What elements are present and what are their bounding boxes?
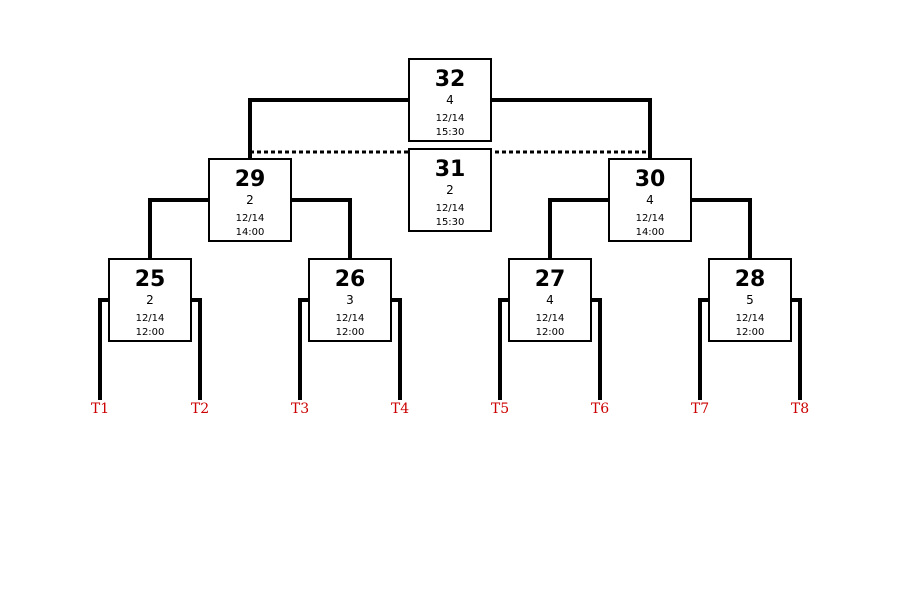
- match-time: 12:00: [336, 327, 365, 338]
- match-box-frame: [508, 258, 592, 342]
- match-box-27: 27 4 12/14 12:00: [508, 258, 592, 342]
- match-date: 12/14: [436, 113, 465, 124]
- match-date: 12/14: [436, 203, 465, 214]
- match-time: 14:00: [636, 227, 665, 238]
- connector-30-28: [690, 198, 752, 260]
- match-number: 28: [735, 267, 766, 292]
- match-court: 2: [446, 183, 454, 197]
- bracket-connectors: [98, 98, 802, 400]
- match-date: 12/14: [536, 313, 565, 324]
- match-number: 31: [435, 157, 466, 182]
- match-court: 4: [546, 293, 554, 307]
- match-date: 12/14: [336, 313, 365, 324]
- connector-25-t1: [98, 298, 110, 400]
- match-box-frame: [408, 58, 492, 142]
- connector-29-25: [148, 198, 210, 260]
- connector-28-t7: [698, 298, 710, 400]
- match-number: 32: [435, 67, 466, 92]
- match-date: 12/14: [236, 213, 265, 224]
- connector-30-27: [548, 198, 610, 260]
- match-box-frame: [308, 258, 392, 342]
- match-number: 27: [535, 267, 566, 292]
- match-number: 29: [235, 167, 266, 192]
- match-time: 12:00: [136, 327, 165, 338]
- match-number: 26: [335, 267, 366, 292]
- match-number: 25: [135, 267, 166, 292]
- match-date: 12/14: [736, 313, 765, 324]
- match-box-frame: [108, 258, 192, 342]
- match-box-29: 29 2 12/14 14:00: [208, 158, 292, 242]
- match-time: 15:30: [436, 127, 465, 138]
- team-labels: T1 T2 T3 T4 T5 T6 T7 T8: [91, 401, 809, 417]
- connector-32-29: [248, 98, 410, 160]
- connector-25-t2: [190, 298, 202, 400]
- match-court: 3: [346, 293, 354, 307]
- match-date: 12/14: [136, 313, 165, 324]
- match-time: 12:00: [536, 327, 565, 338]
- connector-32-30: [490, 98, 652, 160]
- match-time: 15:30: [436, 217, 465, 228]
- match-court: 4: [646, 193, 654, 207]
- connector-27-t6: [590, 298, 602, 400]
- connector-26-t3: [298, 298, 310, 400]
- match-number: 30: [635, 167, 666, 192]
- team-label-t7: T7: [691, 401, 709, 417]
- match-date: 12/14: [636, 213, 665, 224]
- team-label-t6: T6: [591, 401, 609, 417]
- team-label-t3: T3: [291, 401, 309, 417]
- match-box-31: 31 2 12/14 15:30: [408, 148, 492, 232]
- team-label-t1: T1: [91, 401, 109, 417]
- match-box-25: 25 2 12/14 12:00: [108, 258, 192, 342]
- match-box-28: 28 5 12/14 12:00: [708, 258, 792, 342]
- match-box-frame: [208, 158, 292, 242]
- match-court: 4: [446, 93, 454, 107]
- team-label-t4: T4: [391, 401, 409, 417]
- connector-28-t8: [790, 298, 802, 400]
- match-time: 14:00: [236, 227, 265, 238]
- team-label-t5: T5: [491, 401, 509, 417]
- match-box-frame: [708, 258, 792, 342]
- match-box-frame: [408, 148, 492, 232]
- match-box-frame: [608, 158, 692, 242]
- match-box-32: 32 4 12/14 15:30: [408, 58, 492, 142]
- match-court: 2: [146, 293, 154, 307]
- team-label-t8: T8: [791, 401, 809, 417]
- match-court: 5: [746, 293, 754, 307]
- connector-29-26: [290, 198, 352, 260]
- match-box-30: 30 4 12/14 14:00: [608, 158, 692, 242]
- match-box-26: 26 3 12/14 12:00: [308, 258, 392, 342]
- connector-27-t5: [498, 298, 510, 400]
- match-court: 2: [246, 193, 254, 207]
- match-time: 12:00: [736, 327, 765, 338]
- connector-26-t4: [390, 298, 402, 400]
- team-label-t2: T2: [191, 401, 209, 417]
